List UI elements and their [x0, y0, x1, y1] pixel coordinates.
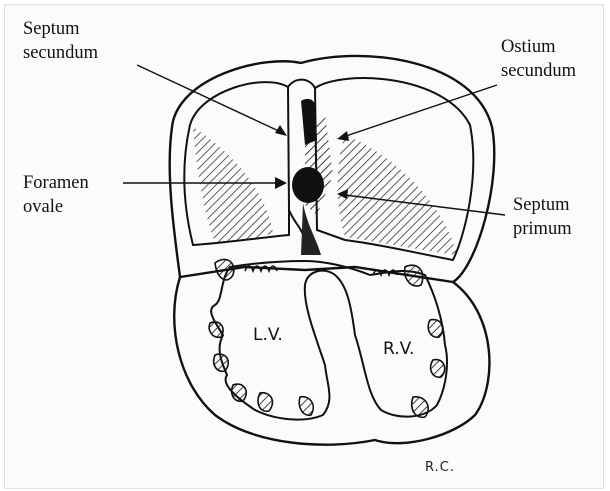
label-ostium-secundum-line1: Ostium — [501, 35, 576, 59]
foramen-ovale-shape — [292, 167, 324, 203]
arrowhead-ostium-secundum — [337, 131, 349, 141]
arrowhead-septum-secundum — [275, 125, 287, 136]
arrowhead-foramen-ovale — [275, 177, 287, 189]
label-foramen-ovale-line2: ovale — [23, 195, 89, 219]
label-ostium-secundum: Ostium secundum — [501, 35, 576, 83]
artist-signature: R.C. — [425, 460, 455, 475]
label-foramen-ovale: Foramen ovale — [23, 171, 89, 219]
label-foramen-ovale-line1: Foramen — [23, 171, 89, 195]
label-right-ventricle: R.V. — [383, 337, 414, 361]
label-septum-primum: Septum primum — [513, 193, 572, 241]
left-atrium-hatch — [193, 127, 273, 243]
label-left-ventricle: L.V. — [253, 323, 283, 347]
label-septum-secundum-line1: Septum — [23, 17, 98, 41]
label-septum-secundum: Septum secundum — [23, 17, 98, 65]
right-atrium-hatch — [338, 135, 458, 255]
label-septum-primum-line2: primum — [513, 217, 572, 241]
figure-frame: Septum secundum Ostium secundum Foramen … — [4, 4, 604, 489]
pointer-ostium-secundum — [343, 85, 497, 137]
septum-primum-bar — [301, 99, 317, 145]
label-septum-primum-line1: Septum — [513, 193, 572, 217]
septum-secundum-shape — [288, 80, 315, 88]
label-septum-secundum-line2: secundum — [23, 41, 98, 65]
label-ostium-secundum-line2: secundum — [501, 59, 576, 83]
pointer-septum-secundum — [137, 65, 283, 133]
